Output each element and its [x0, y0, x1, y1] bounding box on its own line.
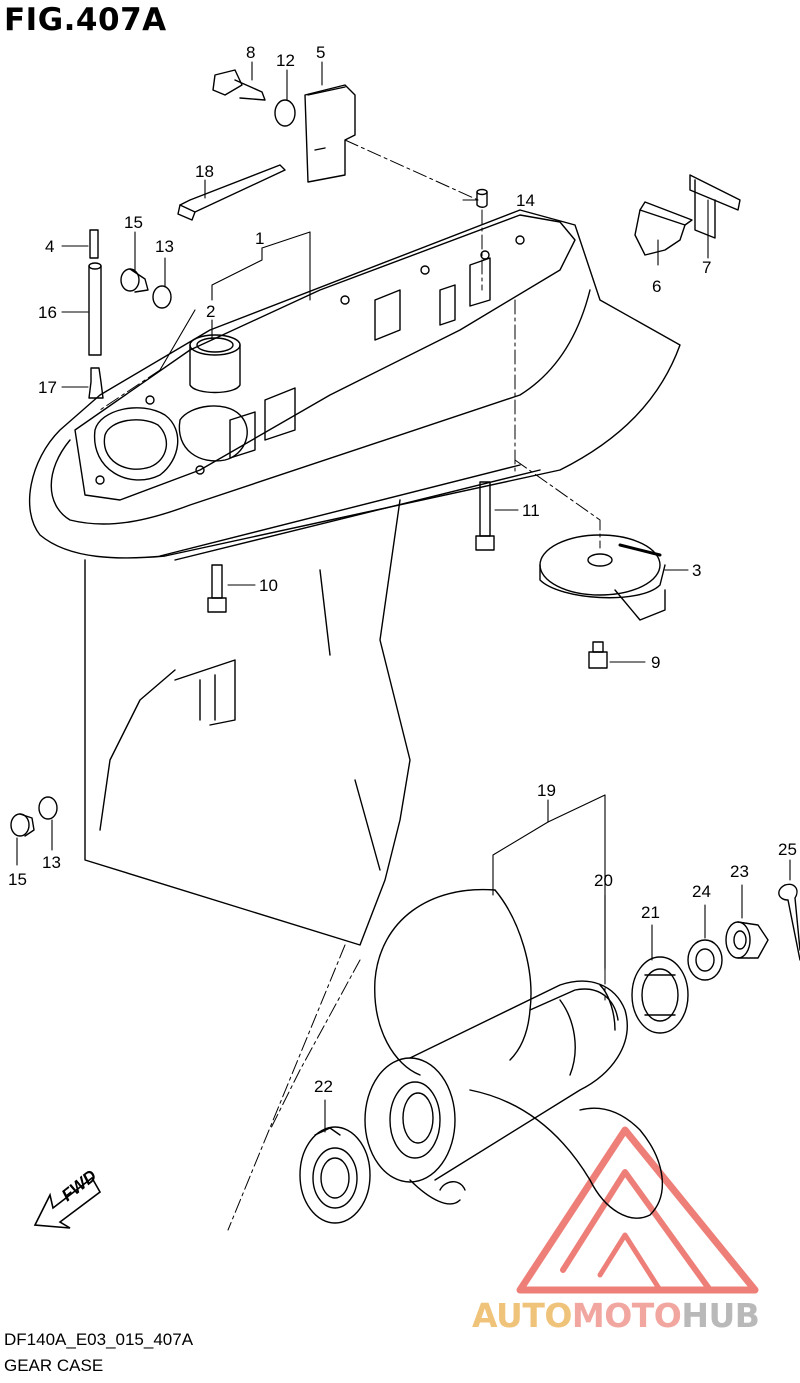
- callout-5: 5: [316, 43, 325, 62]
- callout-14: 14: [516, 191, 535, 210]
- callout-9: 9: [651, 653, 660, 672]
- propeller-nut-23: [725, 921, 769, 959]
- fitting-17: [88, 367, 104, 399]
- callout-13-lower: 13: [42, 853, 61, 872]
- gasket-13-lower: [38, 796, 58, 820]
- callout-16: 16: [38, 303, 57, 322]
- gasket-13-upper: [152, 285, 172, 309]
- thrust-washer-22: [299, 1126, 371, 1224]
- gear-case-housing: [28, 209, 681, 946]
- callout-3: 3: [692, 561, 701, 580]
- callout-17: 17: [38, 378, 57, 397]
- water-tube-16: [88, 262, 102, 356]
- bolt-11: [475, 481, 495, 551]
- watermark-logo: [516, 1126, 759, 1294]
- watermark-text: AUTOMOTOHUB: [472, 1296, 760, 1335]
- callout-2: 2: [206, 302, 215, 321]
- seal-7: [689, 174, 741, 239]
- callout-10: 10: [259, 576, 278, 595]
- assembly-centerlines: [99, 139, 606, 1231]
- callout-24: 24: [692, 882, 711, 901]
- watermark-auto: AUTO: [472, 1296, 572, 1335]
- grommet-6: [634, 201, 693, 256]
- plug-15-upper: [120, 268, 149, 293]
- diagram-code: DF140A_E03_015_407A: [4, 1330, 194, 1349]
- callout-6: 6: [652, 277, 661, 296]
- stud-4: [89, 229, 99, 259]
- cable-tie-18: [177, 164, 286, 221]
- callout-12: 12: [276, 51, 295, 70]
- callout-22: 22: [314, 1077, 333, 1096]
- callout-21: 21: [641, 903, 660, 922]
- callout-25: 25: [778, 840, 797, 859]
- cotter-pin-25: [778, 883, 800, 961]
- bolt-10: [207, 564, 227, 613]
- callout-18: 18: [195, 162, 214, 181]
- dowel-pin-14: [476, 188, 488, 208]
- diagram-name: GEAR CASE: [4, 1356, 104, 1375]
- plug-15-lower: [10, 813, 35, 837]
- washer-12: [274, 99, 296, 127]
- callout-13-upper: 13: [155, 237, 174, 256]
- callout-8: 8: [246, 43, 255, 62]
- spacer-21: [631, 956, 689, 1034]
- callout-20: 20: [594, 871, 613, 890]
- watermark-hub: HUB: [681, 1296, 760, 1335]
- bolt-8: [212, 69, 266, 101]
- callout-11: 11: [522, 501, 540, 520]
- callout-4: 4: [45, 237, 54, 256]
- callout-23: 23: [730, 862, 749, 881]
- forward-arrow-icon: [33, 1176, 102, 1229]
- cap-5: [304, 84, 356, 183]
- callout-19: 19: [537, 781, 556, 800]
- bolt-9: [588, 641, 608, 669]
- trim-tab-anode-3: [539, 534, 666, 621]
- callout-1: 1: [255, 229, 264, 248]
- callout-15-upper: 15: [124, 213, 143, 232]
- watermark-moto: MOTO: [571, 1296, 682, 1335]
- propeller: [364, 888, 663, 1219]
- washer-24: [687, 939, 723, 981]
- figure-title: FIG.407A: [4, 2, 167, 38]
- callout-15-lower: 15: [8, 870, 27, 889]
- leader-lines: [16, 61, 791, 1133]
- callout-7: 7: [702, 258, 711, 277]
